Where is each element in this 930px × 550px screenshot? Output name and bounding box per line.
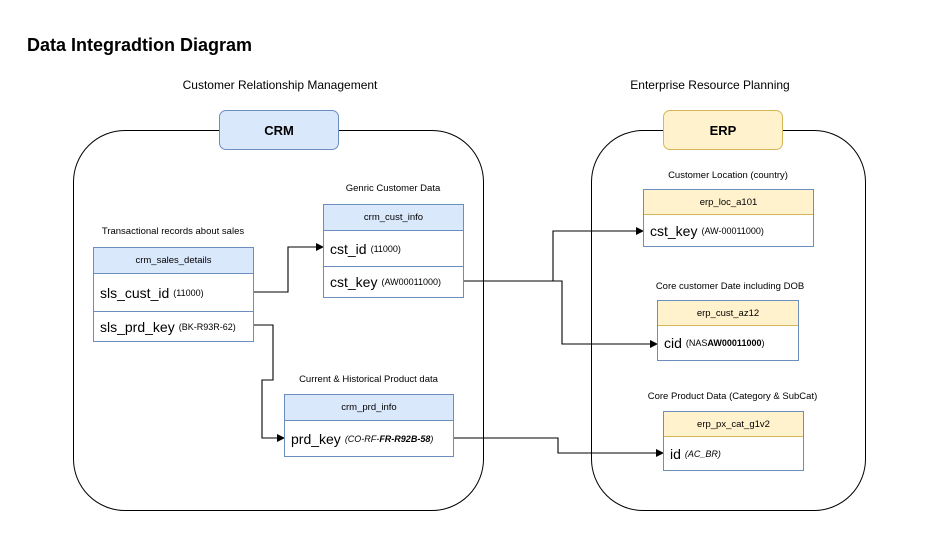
field-name: cst_key: [330, 274, 378, 290]
az12-table-caption: Core customer Date including DOB: [655, 281, 805, 292]
cust-table-caption: Genric Customer Data: [345, 183, 441, 194]
table-header: crm_prd_info: [285, 395, 453, 421]
field-name: cst_id: [330, 240, 367, 257]
table-row: id (AC_BR): [664, 437, 803, 470]
table-row: cst_key (AW00011000): [324, 266, 463, 297]
link-cust-to-az12: [464, 280, 658, 348]
prd-table-caption: Current & Historical Product data: [299, 374, 438, 385]
link-cust-to-loc: [464, 227, 644, 282]
loc-table-caption: Customer Location (country): [668, 170, 788, 181]
field-name: sls_prd_key: [100, 318, 175, 335]
field-sample-value: (AW-00011000): [701, 225, 764, 236]
table-header: erp_cust_az12: [658, 301, 798, 326]
link-prd-to-cat: [453, 437, 664, 457]
field-sample-value: (AW00011000): [381, 277, 442, 287]
field-name: id: [670, 445, 681, 462]
table-row: cid (NASAW00011000): [658, 326, 798, 360]
link-sales-to-cust: [254, 243, 324, 293]
table-header: crm_sales_details: [94, 248, 253, 274]
table-header: erp_loc_a101: [644, 190, 813, 215]
field-name: sls_cust_id: [100, 284, 170, 301]
erp-loc-a101-table: erp_loc_a101 cst_key (AW-00011000): [643, 189, 814, 247]
field-sample-value: (AC_BR): [684, 448, 721, 459]
link-sales-to-prd: [254, 324, 285, 442]
field-sample-value: (NASAW00011000): [685, 338, 765, 348]
field-sample-value: (CO-RF-FR-R92B-58): [344, 433, 434, 444]
sales-table-caption: Transactional records about sales: [101, 226, 245, 237]
table-header: crm_cust_info: [324, 205, 463, 231]
table-row: sls_cust_id (11000): [94, 274, 253, 311]
crm-group-caption: Customer Relationship Management: [182, 78, 378, 92]
erp-cust-az12-table: erp_cust_az12 cid (NASAW00011000): [657, 300, 799, 361]
crm-prd-info-table: crm_prd_info prd_key (CO-RF-FR-R92B-58): [284, 394, 454, 457]
field-sample-value: (BK-R93R-62): [178, 321, 236, 332]
field-name: cst_key: [650, 222, 698, 239]
erp-badge: ERP: [663, 110, 783, 150]
crm-cust-info-table: crm_cust_info cst_id (11000) cst_key (AW…: [323, 204, 464, 298]
crm-sales-details-table: crm_sales_details sls_cust_id (11000) sl…: [93, 247, 254, 342]
field-sample-value: (11000): [370, 243, 401, 254]
field-name: cid: [664, 335, 682, 351]
field-name: prd_key: [291, 430, 341, 447]
cat-table-caption: Core Product Data (Category & SubCat): [647, 391, 818, 402]
field-sample-value: (11000): [173, 287, 204, 298]
table-header: erp_px_cat_g1v2: [664, 412, 803, 437]
erp-group-caption: Enterprise Resource Planning: [630, 78, 790, 92]
table-row: prd_key (CO-RF-FR-R92B-58): [285, 421, 453, 456]
table-row: cst_id (11000): [324, 231, 463, 266]
erp-px-cat-g1v2-table: erp_px_cat_g1v2 id (AC_BR): [663, 411, 804, 471]
table-row: cst_key (AW-00011000): [644, 215, 813, 246]
table-row: sls_prd_key (BK-R93R-62): [94, 311, 253, 341]
crm-badge: CRM: [219, 110, 339, 150]
diagram-title: Data Integradtion Diagram: [27, 35, 253, 55]
